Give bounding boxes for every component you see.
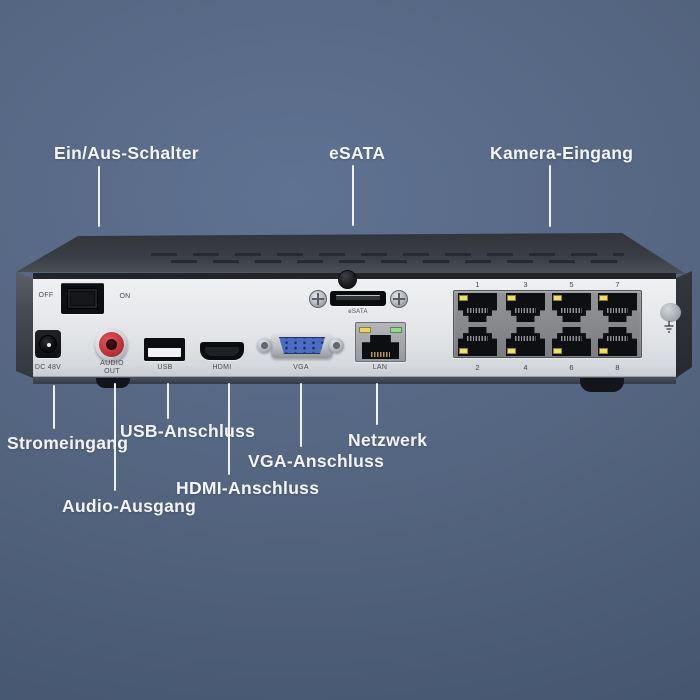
leader-line-esata <box>352 165 354 226</box>
rj45-pins <box>560 336 583 341</box>
poe-port-number: 7 <box>615 280 620 289</box>
lan-pins <box>371 352 390 357</box>
leader-line-camera-input <box>549 165 551 227</box>
off-label: OFF <box>38 292 54 299</box>
annotation-camera-input: Kamera-Eingang <box>490 143 634 163</box>
vga-screw-pin <box>261 342 268 349</box>
annotation-power-switch: Ein/Aus-Schalter <box>54 143 199 163</box>
poe-led <box>553 348 562 354</box>
esata-slot-opening <box>336 295 380 300</box>
hdmi-slot <box>205 347 239 356</box>
poe-port-number: 3 <box>523 280 528 289</box>
annotation-audio-output: Audio-Ausgang <box>62 496 197 516</box>
chassis-right-side <box>676 271 692 378</box>
poe-led <box>507 295 516 301</box>
rj45-pins <box>466 308 489 313</box>
poe-port-number: 4 <box>523 363 528 372</box>
vga-screw-left <box>257 338 272 353</box>
poe-port-number: 5 <box>569 280 574 289</box>
rj45-pins <box>514 336 537 341</box>
poe-led <box>459 348 468 354</box>
vga-port <box>279 337 325 354</box>
poe-port-number: 1 <box>475 280 480 289</box>
annotation-esata: eSATA <box>329 143 386 163</box>
ground-icon <box>664 321 674 333</box>
rj45-pins <box>466 336 489 341</box>
poe-led <box>599 348 608 354</box>
vent-slots <box>151 253 624 256</box>
leader-line-power-input <box>53 385 55 429</box>
vga-screw-right <box>329 338 344 353</box>
case-screw <box>338 270 357 289</box>
lan-led-green <box>390 327 402 333</box>
chassis-top-surface <box>16 233 686 274</box>
esata-port <box>330 291 386 306</box>
dc-label: DC 48V <box>34 364 62 371</box>
leader-line-network <box>376 383 378 425</box>
rubber-foot <box>96 378 130 388</box>
vga-screw-pin <box>333 342 340 349</box>
esata-screw-right <box>390 290 408 308</box>
leader-line-audio-output <box>114 383 116 491</box>
dc-jack-pin <box>47 343 51 347</box>
power-switch <box>61 283 104 314</box>
rj45-pins <box>514 308 537 313</box>
rj45-pins <box>606 336 629 341</box>
rca-center-hole <box>106 339 117 350</box>
poe-port-number: 2 <box>475 363 480 372</box>
lan-jack-opening <box>362 335 399 359</box>
annotation-power-input: Stromeingang <box>7 433 129 453</box>
hdmi-label: HDMI <box>212 364 232 371</box>
usb-port <box>144 338 185 361</box>
vent-slots <box>171 260 624 263</box>
poe-led <box>459 295 468 301</box>
poe-port-number: 6 <box>569 363 574 372</box>
poe-led <box>599 295 608 301</box>
dc-jack-barrel <box>39 335 57 353</box>
audio-out-label-line1: AUDIO <box>100 360 124 367</box>
usb-label: USB <box>157 364 173 371</box>
annotation-hdmi: HDMI-Anschluss <box>176 478 320 498</box>
poe-led <box>507 348 516 354</box>
esata-port-label: eSATA <box>348 309 368 315</box>
leader-line-power-switch <box>98 166 100 227</box>
annotation-usb: USB-Anschluss <box>120 421 256 441</box>
annotation-vga: VGA-Anschluss <box>248 451 385 471</box>
dc-input-jack <box>35 330 61 358</box>
vga-label: VGA <box>293 364 309 371</box>
rj45-pins <box>560 308 583 313</box>
grounding-screw <box>660 303 681 322</box>
leader-line-vga <box>300 383 302 447</box>
poe-port-number: 8 <box>615 363 620 372</box>
esata-screw-left <box>309 290 327 308</box>
audio-out-rca <box>95 328 128 361</box>
audio-out-label-line2: OUT <box>104 368 120 375</box>
annotation-network: Netzwerk <box>348 430 428 450</box>
leader-line-usb <box>167 383 169 419</box>
lan-led-yellow <box>359 327 371 333</box>
usb-contact-bar <box>148 342 181 348</box>
leader-line-hdmi <box>228 383 230 475</box>
power-switch-rocker <box>67 288 98 309</box>
rj45-pins <box>606 308 629 313</box>
chassis-bottom-lip <box>33 377 676 384</box>
poe-led <box>553 295 562 301</box>
hdmi-port <box>200 342 244 360</box>
on-label: ON <box>119 293 131 300</box>
chassis-left-side <box>16 271 33 378</box>
rubber-foot <box>580 378 624 392</box>
lan-label: LAN <box>372 364 388 371</box>
lan-port <box>355 322 406 362</box>
audio-out-label: AUDIO OUT <box>94 360 130 376</box>
